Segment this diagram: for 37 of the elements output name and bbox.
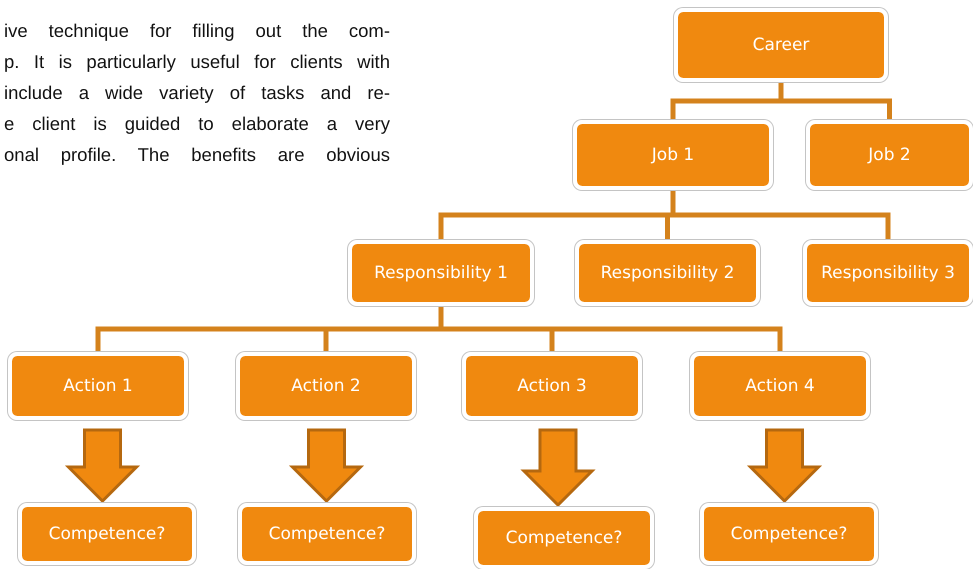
- process-box: [462, 352, 642, 420]
- block-arrow: [64, 428, 140, 504]
- process-box: [348, 240, 534, 306]
- box-label: Competence?: [268, 524, 386, 544]
- process-box: [690, 352, 870, 420]
- box-label: Responsibility 3: [821, 262, 955, 284]
- block-arrow: [288, 428, 364, 504]
- process-box: [238, 503, 416, 565]
- box-label: Competence?: [506, 528, 622, 548]
- process-box: [575, 240, 760, 306]
- box-label: Job 2: [868, 144, 911, 166]
- block-arrow: [520, 428, 596, 508]
- process-box: [236, 352, 416, 420]
- box-label: Responsibility 2: [600, 262, 734, 284]
- box-label: Action 1: [63, 376, 133, 396]
- box-label: Competence?: [730, 524, 848, 544]
- process-box: [474, 507, 654, 569]
- process-box: [700, 503, 878, 565]
- process-box: [573, 120, 773, 190]
- paragraph-text-line: p. It is particularly useful for clients with: [4, 51, 390, 73]
- paragraph-text-line: ive technique for filling out the com-: [4, 20, 390, 42]
- block-arrow: [746, 428, 822, 504]
- box-label: Responsibility 1: [374, 262, 508, 284]
- box-label: Action 2: [291, 376, 361, 396]
- box-label: Career: [752, 34, 810, 56]
- box-label: Job 1: [652, 144, 694, 166]
- process-box: [806, 120, 973, 190]
- process-box: [803, 240, 973, 306]
- paragraph-text-line: onal profile. The benefits are obvious: [4, 144, 390, 166]
- process-box: [8, 352, 188, 420]
- process-box: [674, 8, 888, 82]
- paragraph-text-line: include a wide variety of tasks and re-: [4, 82, 390, 104]
- paragraph-text-line: e client is guided to elaborate a very: [4, 113, 390, 135]
- box-label: Competence?: [48, 524, 166, 544]
- box-label: Action 4: [745, 376, 815, 396]
- process-box: [18, 503, 196, 565]
- box-label: Action 3: [517, 376, 587, 396]
